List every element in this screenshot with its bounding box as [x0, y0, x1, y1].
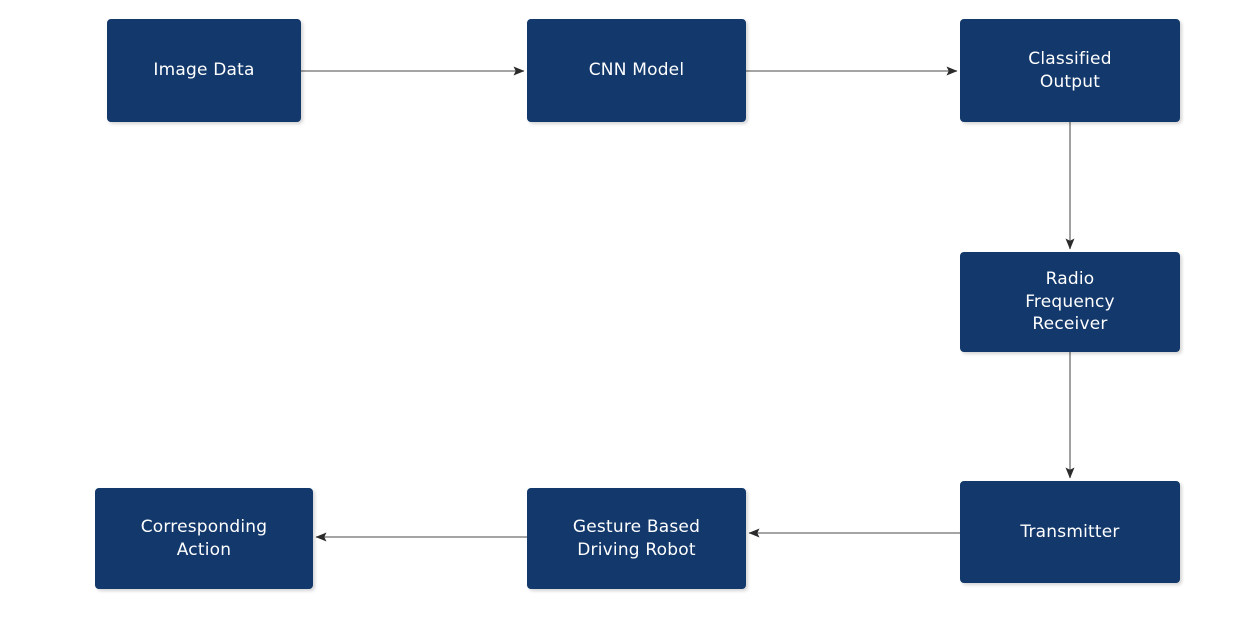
- node-image-data[interactable]: Image Data: [107, 19, 301, 122]
- node-corresponding-action[interactable]: Corresponding Action: [95, 488, 313, 589]
- node-gesture-based-driving-robot-label: Gesture Based Driving Robot: [572, 517, 701, 560]
- node-radio-frequency-receiver-label: Radio Frequency Receiver: [1025, 269, 1115, 335]
- node-corresponding-action-label: Corresponding Action: [140, 517, 268, 560]
- node-cnn-model[interactable]: CNN Model: [527, 19, 746, 122]
- node-gesture-based-driving-robot[interactable]: Gesture Based Driving Robot: [527, 488, 746, 589]
- node-classified-output[interactable]: Classified Output: [960, 19, 1180, 122]
- node-image-data-label: Image Data: [153, 60, 255, 81]
- node-cnn-model-label: CNN Model: [588, 60, 685, 81]
- node-radio-frequency-receiver[interactable]: Radio Frequency Receiver: [960, 252, 1180, 352]
- node-classified-output-label: Classified Output: [1028, 49, 1112, 92]
- node-transmitter-label: Transmitter: [1020, 521, 1120, 542]
- node-transmitter[interactable]: Transmitter: [960, 481, 1180, 583]
